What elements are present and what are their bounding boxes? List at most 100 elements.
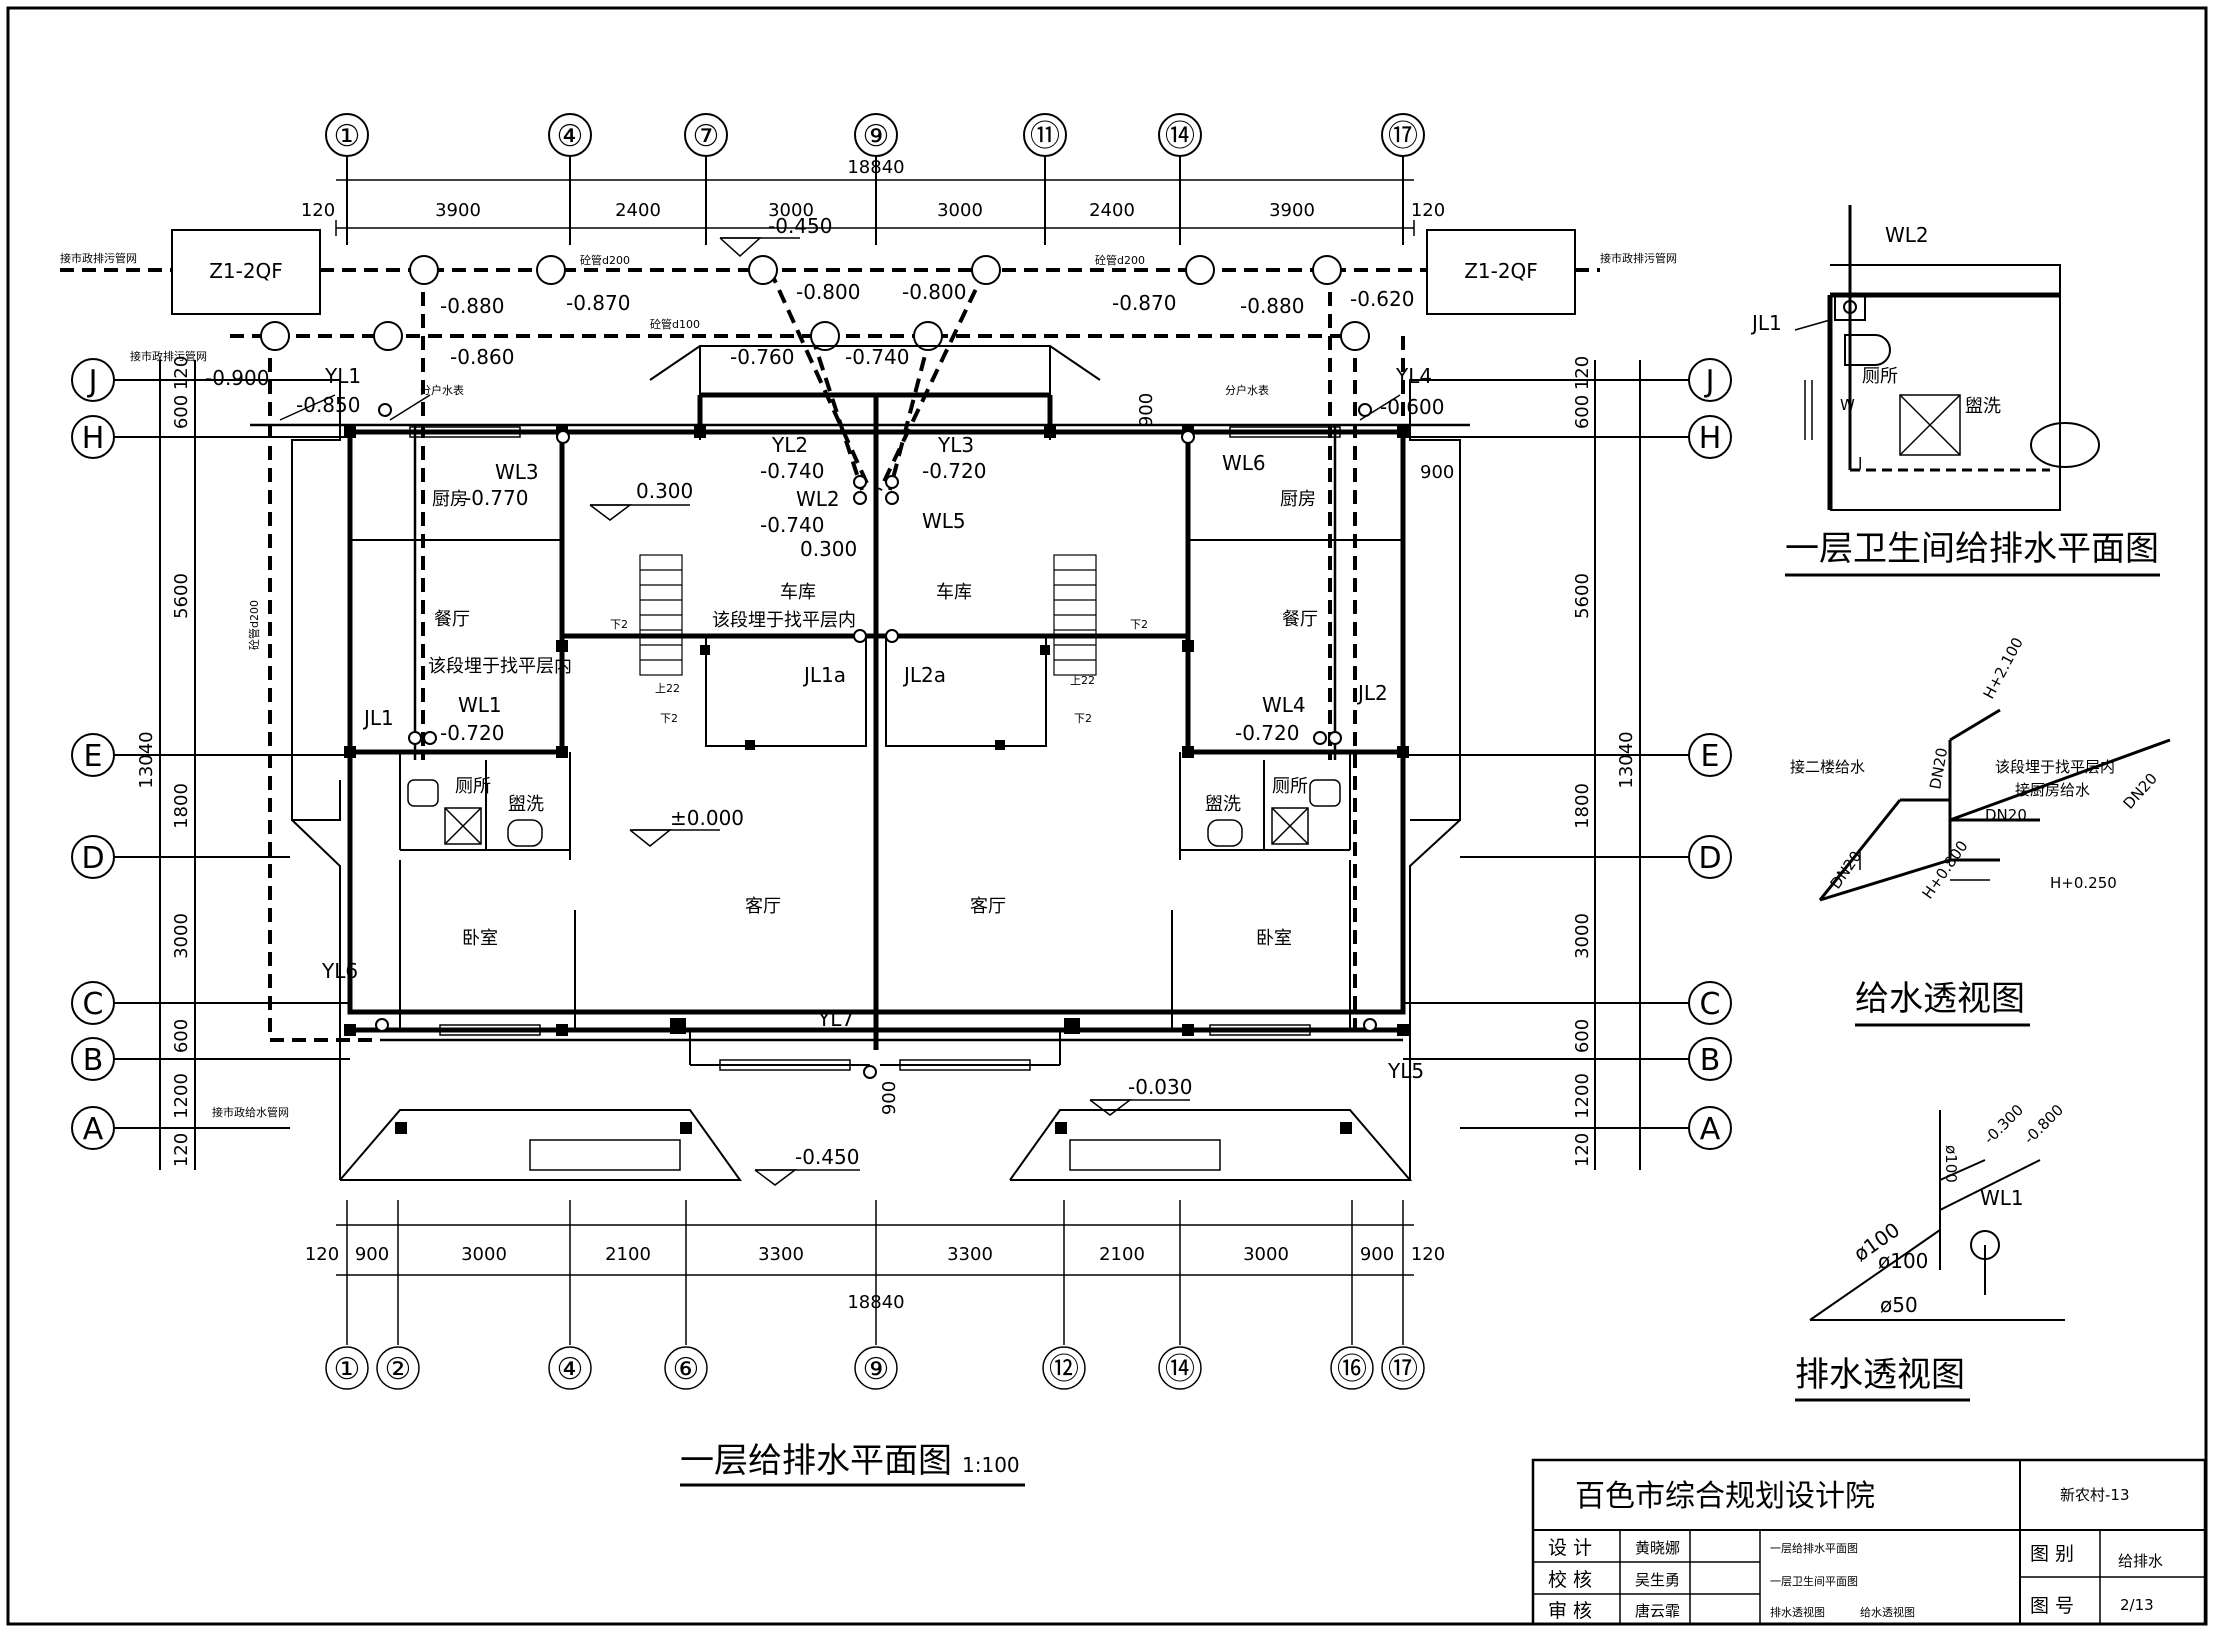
- axis-right-C: C: [1700, 987, 1721, 1022]
- axis-top-7: ⑦: [693, 119, 720, 154]
- room-label: 盥洗: [508, 794, 544, 815]
- axis-right-D: D: [1698, 841, 1721, 876]
- dim-left: 600: [171, 1019, 192, 1053]
- right-axis-bubbles: [1403, 358, 1732, 1170]
- room-label: 厨房: [1280, 489, 1316, 510]
- windows: [409, 426, 1341, 1171]
- elevation-label: -0.870: [1112, 291, 1176, 315]
- room-label: 车库: [936, 582, 972, 603]
- axis-top-17: ⑰: [1388, 119, 1418, 154]
- water-iso-title: 给水透视图: [1855, 979, 2025, 1019]
- dim-top: 3900: [435, 200, 481, 221]
- axis-bottom: ⑫: [1049, 1352, 1079, 1387]
- pipe-tag: WL3: [495, 460, 539, 484]
- dim-bottom: 2100: [1099, 1244, 1145, 1265]
- tb-name: 唐云霏: [1635, 1602, 1680, 1620]
- room-label: 餐厅: [1282, 609, 1318, 630]
- elevation-markers: [279, 237, 1401, 1186]
- dim-top-total: 18840: [847, 157, 904, 178]
- bath-room: 厕所: [1862, 366, 1898, 387]
- bath-plan-title: 一层卫生间给排水平面图: [1785, 529, 2159, 569]
- axis-bottom: ⑯: [1337, 1352, 1367, 1387]
- axis-bottom: ⑭: [1165, 1352, 1195, 1387]
- note-label: 该段埋于找平层内: [712, 610, 856, 631]
- room-label: 厨房: [432, 489, 468, 510]
- sheet-border: [6, 6, 2208, 1626]
- pipe-tag: JL1: [362, 706, 394, 730]
- bottom-dimensions: [325, 1200, 1425, 1390]
- elevation-label: -0.600: [1380, 395, 1444, 419]
- axis-top-4: ④: [557, 119, 584, 154]
- dim-left: 1800: [171, 783, 192, 829]
- dim-top: 120: [301, 200, 335, 221]
- institute-name: 百色市综合规划设计院: [1575, 1479, 1875, 1514]
- dim-bottom: 3000: [461, 1244, 507, 1265]
- pipe-tag: YL5: [1387, 1059, 1424, 1083]
- tb-drawing: 一层卫生间平面图: [1770, 1574, 1858, 1588]
- dim-900: 900: [1136, 393, 1157, 427]
- pipe-tag: WL4: [1262, 693, 1306, 717]
- drain-iso-label: -0.800: [2020, 1101, 2067, 1148]
- water-supply-line: [250, 423, 1470, 1042]
- tb-role: 校 核: [1548, 1569, 1592, 1591]
- project-code: 新农村-13: [2060, 1486, 2130, 1504]
- dim-bottom: 900: [1360, 1244, 1394, 1265]
- tb-category-label: 图 别: [2030, 1543, 2074, 1565]
- drain-iso-label: ø100: [1878, 1249, 1928, 1273]
- room-label: 厕所: [1272, 776, 1308, 797]
- axis-bottom: ④: [557, 1352, 584, 1387]
- elevation-label: -0.720: [922, 459, 986, 483]
- pipe-tag: YL4: [1395, 364, 1432, 388]
- dim-right: 120: [1572, 1133, 1593, 1167]
- dim-900: 900: [1420, 462, 1454, 483]
- riser-points: [375, 403, 1377, 1079]
- room-label: 厕所: [455, 776, 491, 797]
- bathroom-detail: [1794, 205, 2100, 511]
- tb-drawing: 给水透视图: [1860, 1605, 1915, 1619]
- elevation-label: -0.620: [1350, 287, 1414, 311]
- tb-role: 审 核: [1548, 1600, 1592, 1622]
- drain-iso-label: ø50: [1880, 1293, 1918, 1317]
- elevation-label: -0.800: [902, 280, 966, 304]
- note-label: 该段埋于找平层内: [428, 656, 572, 677]
- axis-right-E: E: [1701, 739, 1720, 774]
- septic-tank-label: Z1-2QF: [1464, 259, 1538, 283]
- dim-left-total: 13040: [136, 731, 157, 788]
- stair-mark: 下2: [610, 618, 628, 631]
- pipe-tag: WL6: [1222, 451, 1266, 475]
- pipe-tag: JL2: [1356, 681, 1388, 705]
- elevation-label: -0.720: [1235, 721, 1299, 745]
- water-iso-label: H+0.250: [2050, 874, 2117, 892]
- tb-name: 吴生勇: [1635, 1571, 1680, 1589]
- dim-bottom: 2100: [605, 1244, 651, 1265]
- axis-top-11: ⑪: [1030, 119, 1060, 154]
- bath-w: W: [1840, 396, 1855, 414]
- meter-note: 分户水表: [1225, 383, 1269, 397]
- dim-right: 5600: [1572, 573, 1593, 619]
- axis-top-9: ⑨: [863, 119, 890, 154]
- dim-right: 120: [1572, 356, 1593, 390]
- axis-bottom: ⑨: [863, 1352, 890, 1387]
- tb-number: 2/13: [2120, 1596, 2154, 1614]
- elevation-label: -0.760: [730, 345, 794, 369]
- sewer-note: 接市政排污管网: [130, 349, 207, 363]
- dim-right: 1200: [1572, 1073, 1593, 1119]
- axis-left-B: B: [83, 1043, 104, 1078]
- sewer-note: 接市政排污管网: [1600, 251, 1677, 265]
- water-iso-label: DN20: [1985, 806, 2027, 824]
- drain-iso-label: -0.300: [1980, 1101, 2027, 1148]
- pipe-tag: WL5: [922, 509, 966, 533]
- bath-room: 盥洗: [1965, 396, 2001, 417]
- dim-top: 3000: [768, 200, 814, 221]
- elevation-label: -0.450: [795, 1145, 859, 1169]
- axis-left-A: A: [83, 1112, 104, 1147]
- drain-iso-title: 排水透视图: [1795, 1355, 1965, 1395]
- room-label: 卧室: [1256, 928, 1292, 949]
- dim-right-total: 13040: [1616, 731, 1637, 788]
- axis-right-H: H: [1699, 421, 1722, 456]
- room-label: 卧室: [462, 928, 498, 949]
- water-iso-label: DN20: [1926, 746, 1951, 790]
- axis-left-D: D: [81, 841, 104, 876]
- water-iso-label: 接二楼给水: [1790, 758, 1865, 776]
